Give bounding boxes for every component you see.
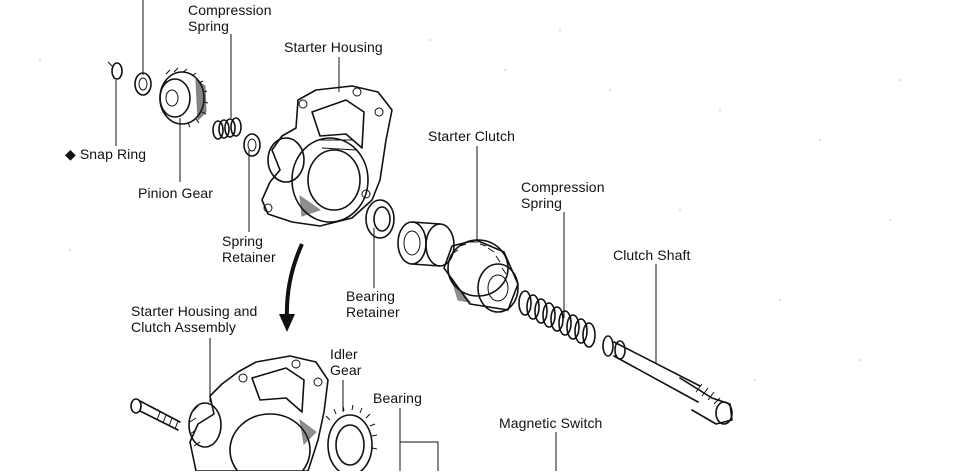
compression-spring-top-part xyxy=(212,117,242,140)
leader-lines xyxy=(115,0,657,471)
label-starter-clutch: Starter Clutch xyxy=(428,128,515,144)
assembly-arrow xyxy=(279,243,304,332)
starter-clutch-part xyxy=(443,239,519,313)
clutch-shaft-part xyxy=(602,335,733,425)
label-spring-retainer: Spring Retainer xyxy=(222,233,276,265)
label-starter-housing-clutch-assembly: Starter Housing and Clutch Assembly xyxy=(131,303,258,335)
label-starter-housing: Starter Housing xyxy=(284,39,383,55)
starter-housing-part xyxy=(261,85,393,227)
label-snap-ring: ◆ Snap Ring xyxy=(65,146,147,162)
label-pinion-gear: Pinion Gear xyxy=(138,185,214,201)
bearing-retainer-part xyxy=(365,199,395,239)
label-bearing: Bearing xyxy=(373,390,422,406)
label-magnetic-switch: Magnetic Switch xyxy=(499,415,603,431)
background-specks xyxy=(39,29,901,381)
pinion-gear-part xyxy=(159,67,209,128)
spring-retainer-part xyxy=(243,133,261,157)
label-bearing-retainer: Bearing Retainer xyxy=(346,288,400,320)
compression-spring-right-part xyxy=(518,290,596,348)
clutch-bearing-part xyxy=(397,221,455,267)
pinion-retainer-ring xyxy=(134,72,152,96)
label-idler-gear: Idler Gear xyxy=(330,346,362,378)
label-compression-spring-top: Compression Spring xyxy=(188,2,272,34)
through-bolt-part xyxy=(130,398,181,431)
label-clutch-shaft: Clutch Shaft xyxy=(613,247,691,263)
snap-ring-part xyxy=(107,61,123,80)
idler-gear-part xyxy=(325,404,378,476)
label-compression-spring-right: Compression Spring xyxy=(521,179,605,211)
